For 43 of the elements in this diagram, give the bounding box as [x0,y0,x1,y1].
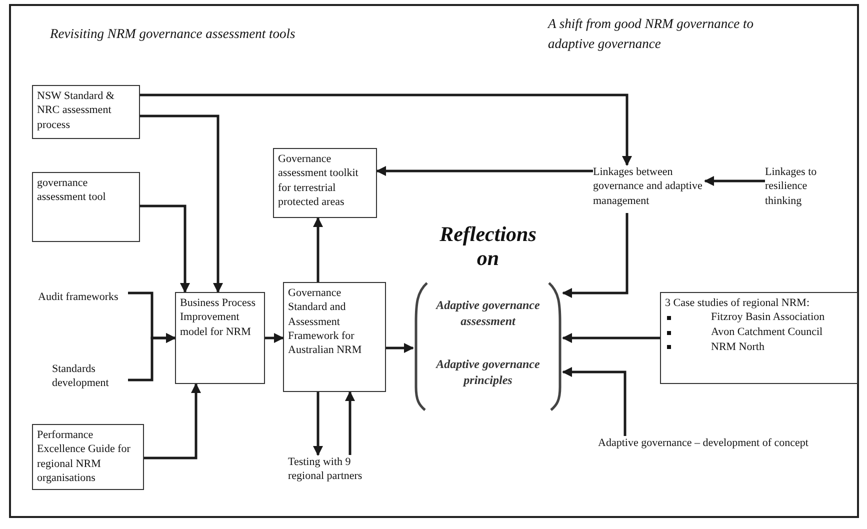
process-box [175,292,265,384]
arrow [140,114,223,293]
process-box [32,85,140,139]
arrow [313,392,323,456]
box-label: Business Process Improvement model for NRM [180,296,256,339]
arrow [140,204,190,293]
process-box [273,148,377,218]
arrow [144,383,201,460]
box-label: governance assessment tool [37,176,107,205]
arrow [704,176,765,186]
process-box [660,292,858,384]
text-label: Adaptive governance principles [434,357,541,388]
arrow [128,333,176,382]
heading: Revisiting NRM governance assessment tools [50,25,296,43]
list-item: NRM North [711,340,764,355]
box-label: 3 Case studies of regional NRM: [665,296,811,310]
heading: Reflections on [438,222,538,270]
text-label: Adaptive governance assessment [434,298,541,330]
arrow [562,213,628,298]
process-box [283,282,386,392]
text-label: Audit frameworks [38,290,128,308]
process-box [32,172,140,242]
arrow [376,166,593,176]
heading: A shift from good NRM governance to adaptive governance [548,15,754,53]
text-label: Adaptive governance – development of concept [598,436,843,454]
text-label: Testing with 9 regional partners [288,455,382,487]
box-label: Governance assessment toolkit for terrestrial protected areas [278,152,360,210]
arrow [386,343,414,353]
box-label: NSW Standard & NRC assessment process [37,89,116,132]
arrow [562,367,626,436]
arrow [313,217,323,282]
text-label: Linkages between governance and adaptive management [593,165,705,213]
text-label: Linkages to resilience thinking [765,165,845,213]
arrow [140,94,632,166]
box-label: Performance Excellence Guide for regional NRM organisations [37,428,132,486]
arrow [562,333,660,343]
list-item: Avon Catchment Council [711,325,823,340]
arrow [265,333,284,343]
arrow [345,391,355,455]
box-label: Governance Standard and Assessment Framework for Australian NRM [288,286,363,358]
list-item: Fitzroy Basin Association [711,310,825,326]
text-label: Standards development [52,362,128,394]
process-box [32,424,144,490]
